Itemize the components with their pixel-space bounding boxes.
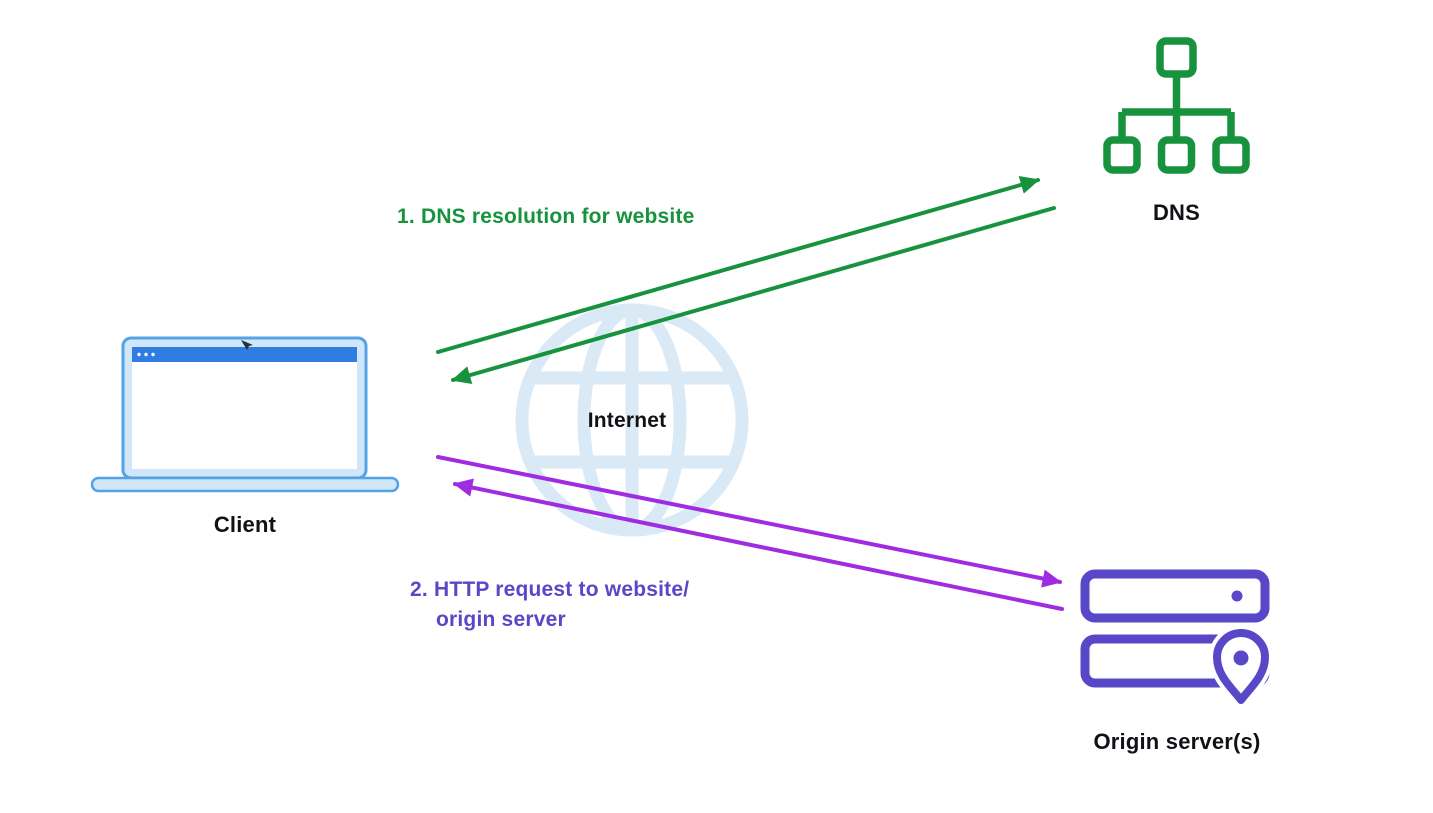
dns-resolution-label: 1. DNS resolution for website (397, 205, 695, 228)
internet-label: Internet (587, 409, 667, 432)
http-request-label-line1: 2. HTTP request to website/ (410, 578, 690, 601)
dns-request-arrow (436, 175, 1040, 354)
location-pin-icon (1208, 625, 1274, 714)
cursor-icon (241, 340, 253, 350)
server-icon (1080, 569, 1274, 714)
http-request-label: 2. HTTP request to website/ origin serve… (410, 575, 689, 635)
dns-tree-icon (1103, 37, 1250, 174)
dns-response-arrow (451, 206, 1056, 385)
laptop-icon (90, 336, 400, 493)
client-label: Client (213, 512, 277, 537)
http-request-label-line2: origin server (436, 608, 566, 631)
http-response-arrow (453, 478, 1064, 611)
dns-label: DNS (1152, 200, 1201, 225)
origin-server-label: Origin server(s) (1093, 729, 1261, 754)
http-request-arrow (436, 455, 1062, 588)
globe-icon (515, 303, 749, 537)
